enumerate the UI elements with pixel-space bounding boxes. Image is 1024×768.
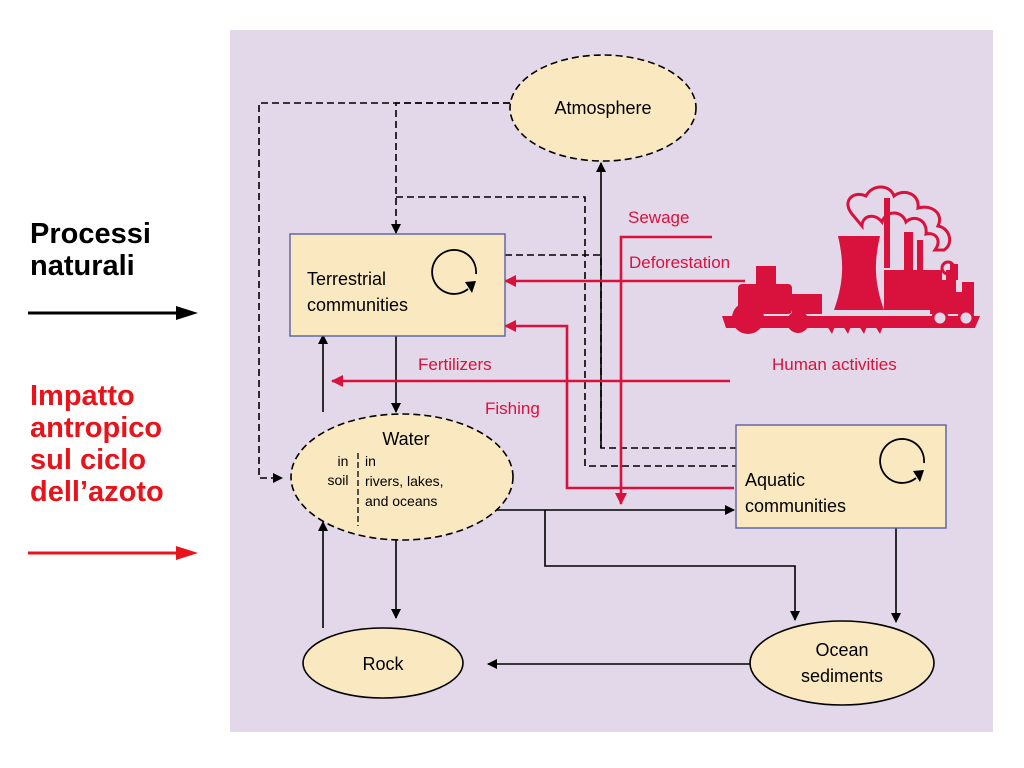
aquatic-label-line1: Aquatic bbox=[745, 470, 805, 490]
water-rivers-line1: in bbox=[365, 453, 376, 469]
recycle-arrow-icon bbox=[879, 438, 925, 484]
water-label: Water bbox=[382, 429, 429, 449]
rock-node: Rock bbox=[302, 627, 464, 699]
aquatic-communities-node: Aquatic communities bbox=[735, 424, 947, 529]
terrestrial-label-line1: Terrestrial bbox=[307, 269, 386, 289]
ocean-sediments-node: Ocean sediments bbox=[749, 620, 935, 706]
legend-natural-arrow bbox=[28, 306, 198, 320]
fishing-label: Fishing bbox=[485, 399, 540, 418]
factory-icon bbox=[722, 185, 980, 334]
legend-natural-processes: Processi naturali bbox=[30, 218, 151, 282]
water-rivers-line3: and oceans bbox=[365, 493, 437, 509]
atmosphere-label: Atmosphere bbox=[554, 98, 651, 118]
water-soil-line2: soil bbox=[327, 472, 348, 488]
atmosphere-node: Atmosphere bbox=[509, 54, 697, 162]
solid-flows bbox=[318, 162, 901, 669]
deforestation-label: Deforestation bbox=[629, 253, 730, 272]
legend-human-impact: Impatto antropico sul ciclo dell’azoto bbox=[30, 380, 164, 508]
human-flows bbox=[331, 235, 745, 505]
rock-label: Rock bbox=[362, 654, 404, 674]
human-activities-label: Human activities bbox=[772, 355, 897, 374]
aquatic-label-line2: communities bbox=[745, 496, 846, 516]
ocean-sediments-line2: sediments bbox=[801, 666, 883, 686]
fertilizers-label: Fertilizers bbox=[418, 355, 492, 374]
legend-human-arrow bbox=[28, 546, 198, 560]
terrestrial-communities-node: Terrestrial communities bbox=[289, 233, 506, 337]
recycle-arrow-icon bbox=[431, 249, 477, 295]
sewage-label: Sewage bbox=[628, 208, 689, 227]
water-node: Water in soil in rivers, lakes, and ocea… bbox=[290, 413, 514, 541]
water-soil-line1: in bbox=[338, 453, 349, 469]
water-rivers-line2: rivers, lakes, bbox=[365, 473, 444, 489]
ocean-sediments-line1: Ocean bbox=[815, 640, 868, 660]
terrestrial-label-line2: communities bbox=[307, 295, 408, 315]
